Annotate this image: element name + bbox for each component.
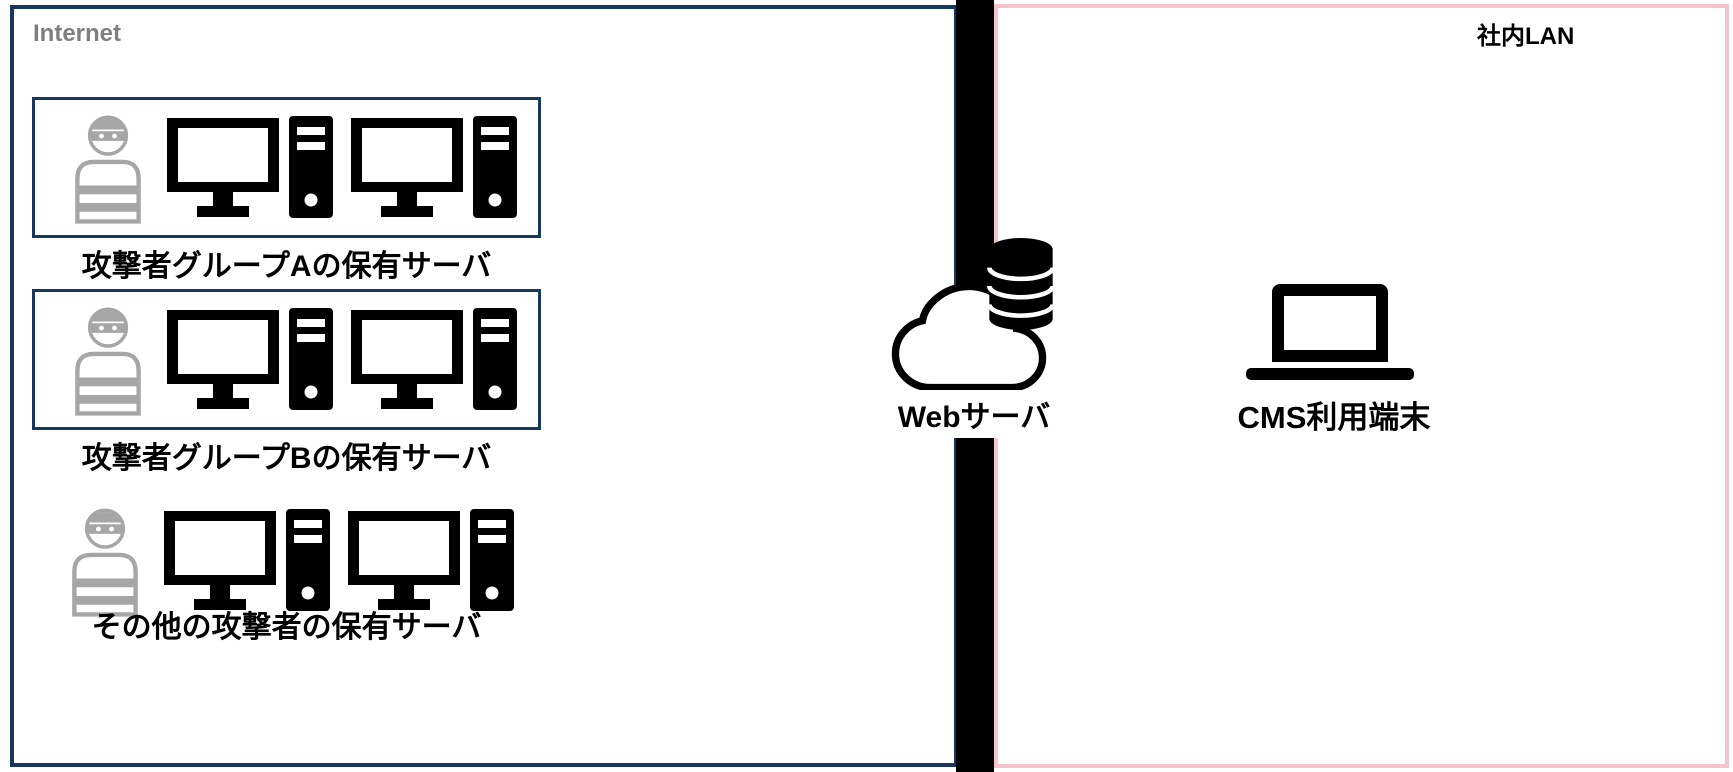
- attacker-icon: [67, 304, 149, 416]
- other-attackers-label: その他の攻撃者の保有サーバ: [91, 611, 482, 644]
- laptop-icon: [1244, 282, 1416, 382]
- server-icon: [351, 116, 517, 220]
- attacker-icon: [67, 112, 149, 224]
- internet-zone-label: Internet: [33, 20, 122, 47]
- attacker-group-b-label: 攻撃者グループBの保有サーバ: [81, 442, 492, 475]
- server-icon: [164, 509, 330, 613]
- attacker-group-a-box: [32, 97, 541, 238]
- attacker-group-a-label: 攻撃者グループAの保有サーバ: [81, 250, 492, 283]
- server-icon: [167, 116, 333, 220]
- attacker-icon: [64, 505, 146, 617]
- server-icon: [351, 308, 517, 412]
- attacker-group-b-box: [32, 289, 541, 430]
- lan-zone-label: 社内LAN: [1477, 23, 1575, 50]
- server-icon: [167, 308, 333, 412]
- lan-zone: [994, 4, 1729, 768]
- database-icon: [984, 237, 1058, 333]
- cms-terminal-label: CMS利用端末: [1237, 400, 1431, 435]
- server-icon: [348, 509, 514, 613]
- webserver-label: Webサーバ: [876, 390, 1072, 438]
